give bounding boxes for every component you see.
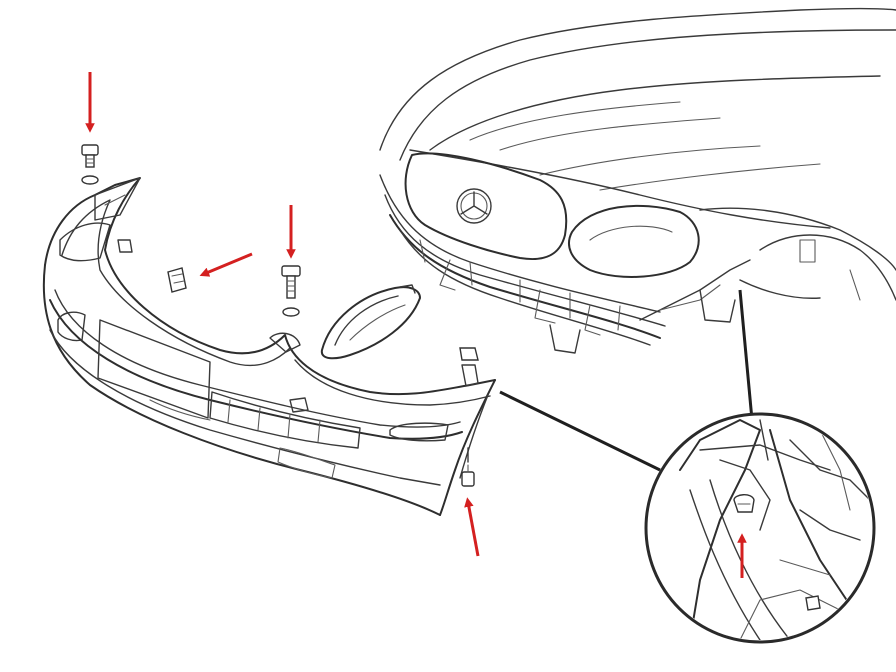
bolt-center-icon <box>281 265 301 317</box>
car-front-illustration <box>379 7 896 354</box>
clip-center-icon <box>167 267 187 293</box>
clip-detail-lower-icon <box>805 595 821 611</box>
loose-headlight-part <box>320 284 421 360</box>
star-emblem-icon <box>456 188 492 224</box>
front-bumper-illustration <box>42 177 496 516</box>
arrow-center-clip <box>199 252 253 277</box>
clip-upper-right-icon <box>459 347 479 361</box>
car-headlight <box>568 204 700 278</box>
arrow-lower-right <box>464 497 480 557</box>
bolt-top-left-icon <box>81 144 99 185</box>
license-plate-area <box>97 319 211 419</box>
screw-lower-right-icon <box>461 447 475 487</box>
clip-detail-icon <box>733 494 755 513</box>
grille <box>404 152 568 260</box>
detail-leader-lines <box>499 289 754 472</box>
detail-magnifier <box>644 412 876 644</box>
arrows <box>85 72 747 578</box>
